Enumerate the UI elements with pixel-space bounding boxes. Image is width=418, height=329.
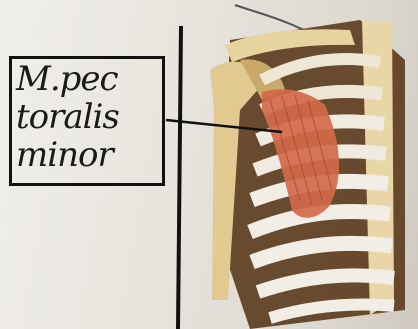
top-scribble xyxy=(235,5,308,32)
annotation-line-2: toralis xyxy=(16,98,166,136)
annotation-line-1: M.pec xyxy=(16,60,166,98)
vertical-divider-line xyxy=(178,26,181,329)
annotation-line-3: minor xyxy=(16,136,166,174)
annotation-text: M.pec toralis minor xyxy=(16,60,166,174)
